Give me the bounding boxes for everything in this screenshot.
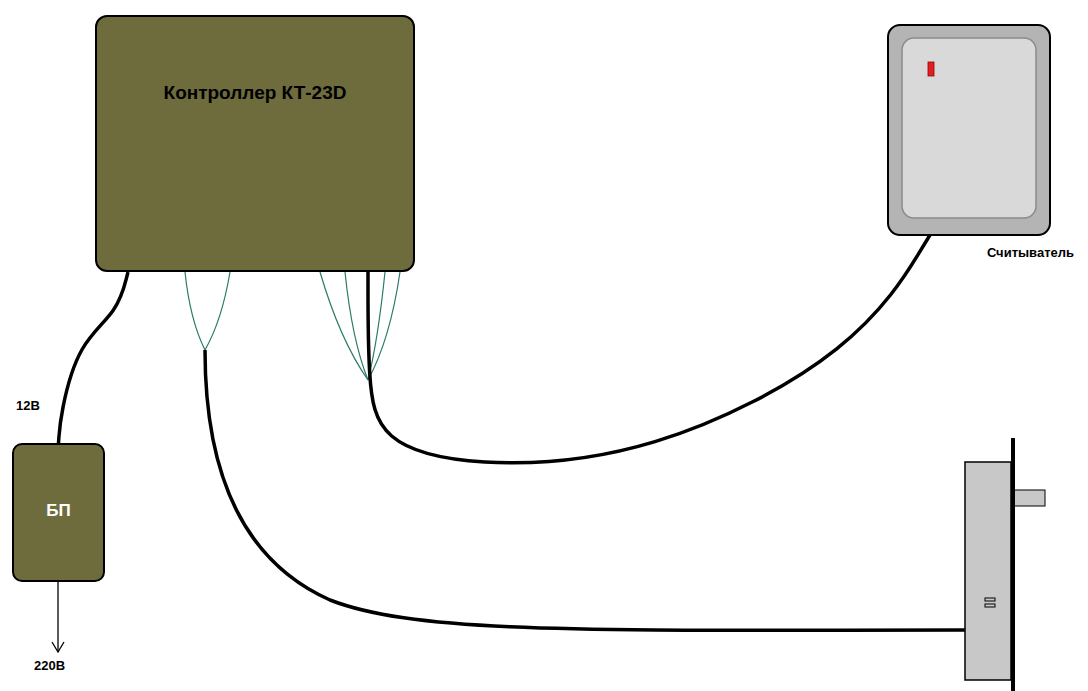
reader-led: [928, 62, 934, 76]
reader-wire-fan: [320, 272, 400, 380]
box-title: БП: [18, 499, 99, 524]
reader-body: [886, 22, 1058, 238]
controller-box: Контроллер КТ-23D: [95, 15, 415, 272]
lock-wire: [185, 272, 966, 630]
mains-arrow: [52, 582, 64, 652]
reader-face: [902, 38, 1036, 218]
power-cable: [59, 272, 129, 443]
voltage-label: 12В: [16, 398, 40, 413]
lock-symbol: [965, 438, 1045, 691]
device-label: Считыватель: [886, 244, 1082, 263]
box-title: Контроллер КТ-23D: [117, 79, 393, 107]
power-supply-box: БП: [12, 443, 105, 582]
reader-cable: [368, 235, 930, 463]
voltage-label: 220В: [34, 658, 65, 673]
reader-case: [888, 25, 1050, 235]
card-reader: Считыватель: [886, 22, 1082, 263]
